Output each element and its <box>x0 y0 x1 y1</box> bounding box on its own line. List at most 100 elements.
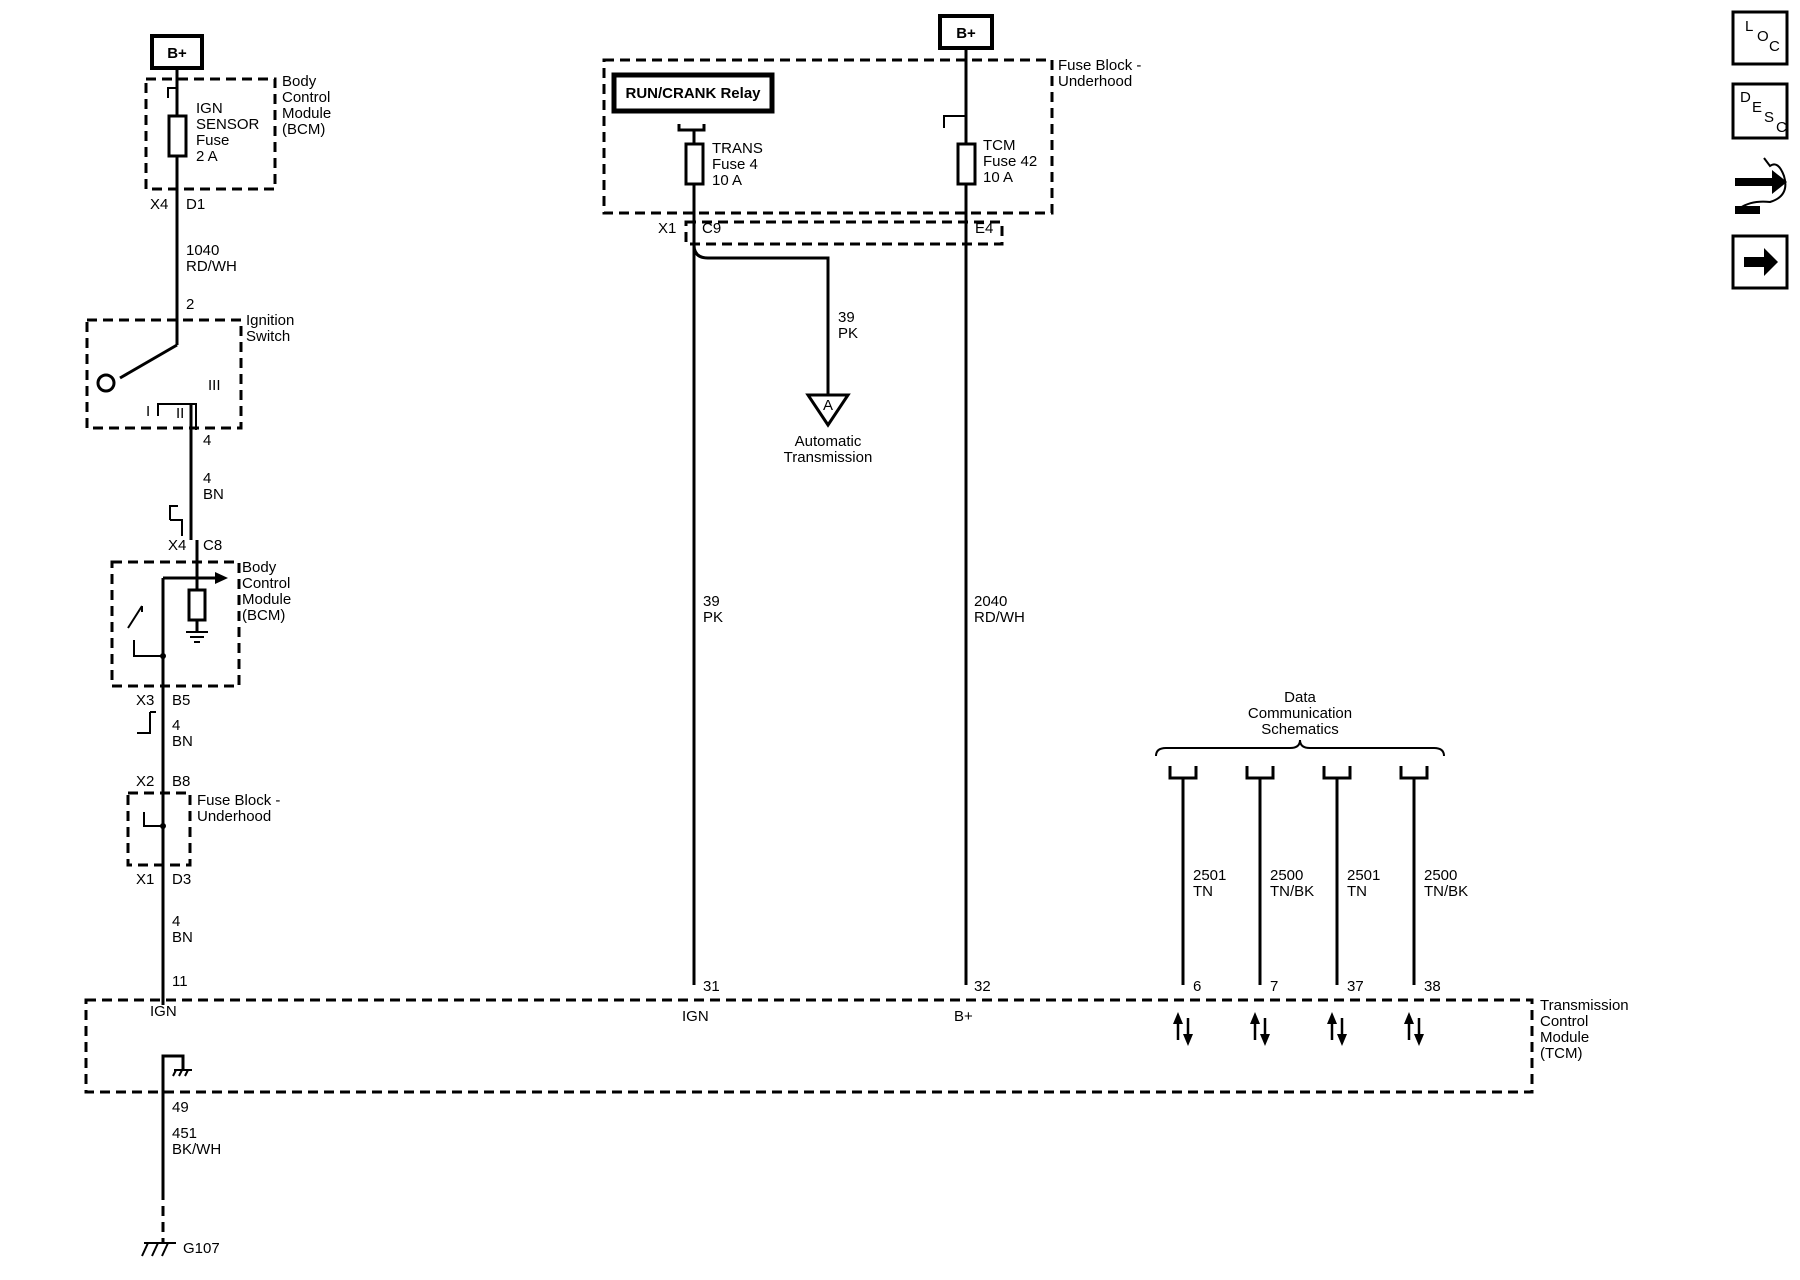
data-comm-connectors <box>1168 766 1429 780</box>
label-line: TN <box>1193 883 1213 900</box>
label-line: IGN <box>196 100 223 117</box>
label-line: Body <box>242 559 277 576</box>
bplus-tcm-label: B+ <box>954 1008 973 1025</box>
svg-text:B+: B+ <box>956 25 976 42</box>
label-line: TN/BK <box>1424 883 1468 900</box>
label-line: 2501 <box>1193 867 1226 884</box>
label-line: Control <box>1540 1013 1588 1030</box>
battery-positive-box-left: B+ <box>150 34 204 70</box>
label-line: 2 A <box>196 148 218 165</box>
label-line: Control <box>282 89 330 106</box>
label-line: Communication <box>1248 705 1352 722</box>
c8-label: C8 <box>203 537 222 554</box>
pin-32-label: 32 <box>974 978 991 995</box>
c9-label: C9 <box>702 220 721 237</box>
tcm-box <box>84 998 1534 1094</box>
label-line: 10 A <box>712 172 742 189</box>
svg-text:B+: B+ <box>167 45 187 62</box>
label-line: TRANS <box>712 140 763 157</box>
svg-text:O: O <box>1757 28 1769 45</box>
run-crank-relay-box: RUN/CRANK Relay <box>611 72 775 114</box>
svg-text:L: L <box>1745 18 1753 35</box>
right-arrow-icon <box>1744 248 1778 276</box>
bidirectional-arrow-icon <box>1250 1012 1270 1046</box>
ground-g107-symbol <box>141 1242 176 1257</box>
pin-49-label: 49 <box>172 1099 189 1116</box>
switch-pos-iii: III <box>208 377 221 394</box>
connector-end-view-icon[interactable] <box>1735 157 1787 214</box>
ign-mid-label: IGN <box>682 1008 709 1025</box>
bidirectional-arrows <box>1173 1012 1424 1046</box>
fuse-block-left-label: Fuse Block -Underhood <box>197 792 280 825</box>
b8-label: B8 <box>172 773 190 790</box>
svg-text:S: S <box>1764 109 1774 126</box>
e4-label: E4 <box>975 220 993 237</box>
description-button[interactable]: D E S C <box>1731 82 1789 140</box>
svg-text:C: C <box>1769 38 1780 55</box>
fuse-block-top-box <box>602 58 1054 215</box>
pin-37-label: 37 <box>1347 978 1364 995</box>
d1-label: D1 <box>186 196 205 213</box>
next-page-button[interactable] <box>1731 234 1789 290</box>
ground-g107-label: G107 <box>183 1240 220 1257</box>
svg-text:C: C <box>1776 119 1787 136</box>
label-line: TCM <box>983 137 1016 154</box>
x4-top-label: X4 <box>150 196 168 213</box>
label-line: PK <box>703 609 723 626</box>
label-line: TN <box>1347 883 1367 900</box>
pin-2-label: 2 <box>186 296 194 313</box>
bidirectional-arrow-icon <box>1404 1012 1424 1046</box>
label-line: Module <box>1540 1029 1589 1046</box>
pin-38-label: 38 <box>1424 978 1441 995</box>
location-button[interactable]: L O C <box>1731 10 1789 66</box>
label-line: Fuse <box>196 132 229 149</box>
connector-c9-e4-box <box>684 220 1004 246</box>
label-line: (BCM) <box>282 121 325 138</box>
label-line: 39 <box>703 593 720 610</box>
label-line: 2500 <box>1424 867 1457 884</box>
bidirectional-arrow-icon <box>1327 1012 1347 1046</box>
connector-a-symbol: A <box>805 393 851 428</box>
label-line: PK <box>838 325 858 342</box>
label-line: Ignition <box>246 312 294 329</box>
ign-sensor-fuse <box>167 114 188 158</box>
switch-pos-ii: II <box>176 405 184 422</box>
label-line: Transmission <box>784 449 873 466</box>
label-line: Module <box>282 105 331 122</box>
label-line: Switch <box>246 328 290 345</box>
label-line: Automatic <box>795 433 862 450</box>
fuse-block-top-label: Fuse Block -Underhood <box>1058 57 1141 90</box>
label-line: 4 <box>172 717 180 734</box>
bidirectional-arrow-icon <box>1173 1012 1193 1046</box>
label-line: Module <box>242 591 291 608</box>
label-line: 2500 <box>1270 867 1303 884</box>
pin-6-label: 6 <box>1193 978 1201 995</box>
label-line: Fuse Block - <box>1058 57 1141 74</box>
label-line: Underhood <box>197 808 271 825</box>
label-line: Schematics <box>1261 721 1339 738</box>
pin-11-label: 11 <box>172 973 188 990</box>
label-line: Fuse 4 <box>712 156 758 173</box>
label-line: Fuse 42 <box>983 153 1037 170</box>
switch-pos-i: I <box>146 403 150 420</box>
x1-left-label: X1 <box>136 871 154 888</box>
trans-fuse <box>684 142 705 186</box>
pin-4-switch-label: 4 <box>203 432 211 449</box>
label-line: (BCM) <box>242 607 285 624</box>
label-line: BN <box>203 486 224 503</box>
